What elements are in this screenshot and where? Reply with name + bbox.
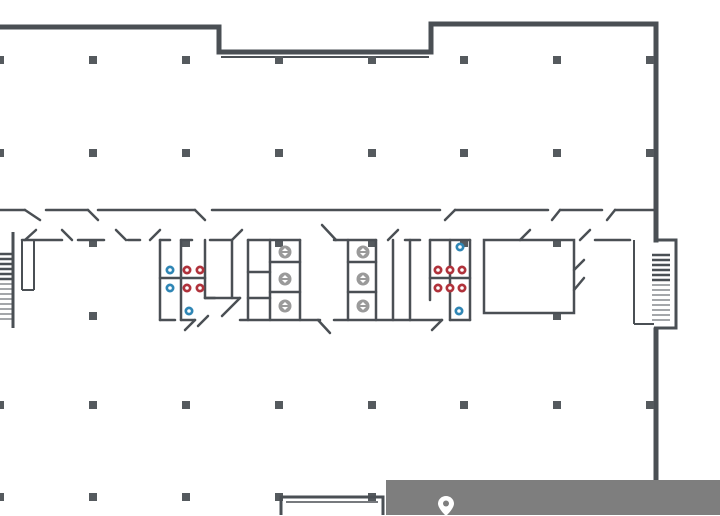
elevator-icon (356, 245, 370, 259)
restroom-male-icon (165, 265, 175, 275)
restroom-female-icon (182, 265, 192, 275)
elevator-icon (278, 245, 292, 259)
structural-column (368, 149, 376, 157)
structural-column (182, 149, 190, 157)
structural-column (89, 239, 97, 247)
structural-column (275, 239, 283, 247)
structural-column (0, 401, 4, 409)
restroom-female-icon (195, 283, 205, 293)
restroom-female-icon (445, 265, 455, 275)
elevator-icon (356, 299, 370, 313)
structural-column (89, 149, 97, 157)
restroom-male-icon (455, 242, 465, 252)
restroom-fixtures (165, 242, 467, 316)
bottom-window-recess (279, 495, 385, 515)
elevator-icon (278, 299, 292, 313)
structural-column (553, 56, 561, 64)
structural-column (275, 56, 283, 64)
structural-column (460, 149, 468, 157)
structural-column (89, 493, 97, 501)
structural-column (0, 149, 4, 157)
structural-column (368, 401, 376, 409)
structural-column (553, 312, 561, 320)
restroom-female-icon (433, 265, 443, 275)
structural-column (275, 149, 283, 157)
structural-column (275, 493, 283, 501)
structural-column (182, 239, 190, 247)
structural-column (460, 401, 468, 409)
structural-column (89, 312, 97, 320)
stairs-right-icon (633, 238, 678, 330)
structural-column (182, 493, 190, 501)
elevator-icon (356, 272, 370, 286)
structural-column (89, 401, 97, 409)
structural-column (646, 401, 654, 409)
structural-column (646, 149, 654, 157)
restroom-male-icon (454, 306, 464, 316)
structural-column (275, 401, 283, 409)
structural-column (460, 56, 468, 64)
restroom-male-icon (165, 283, 175, 293)
exterior-walls (0, 21, 659, 515)
restroom-female-icon (445, 283, 455, 293)
structural-column (0, 493, 4, 501)
structural-column (460, 239, 468, 247)
elevators (278, 245, 370, 313)
restroom-female-icon (457, 265, 467, 275)
structural-column (0, 56, 4, 64)
structural-column (182, 401, 190, 409)
stairs-left-icon (0, 232, 35, 328)
restroom-female-icon (195, 265, 205, 275)
restroom-female-icon (457, 283, 467, 293)
structural-columns (0, 56, 654, 501)
core-walls (158, 238, 586, 335)
structural-column (553, 401, 561, 409)
restroom-female-icon (182, 283, 192, 293)
elevator-icon (278, 272, 292, 286)
structural-column (553, 239, 561, 247)
structural-column (89, 56, 97, 64)
structural-column (368, 56, 376, 64)
restroom-male-icon (184, 306, 194, 316)
restroom-female-icon (433, 283, 443, 293)
map-footer-bar[interactable] (386, 480, 720, 516)
structural-column (368, 239, 376, 247)
location-pin-icon (438, 496, 454, 516)
structural-column (646, 56, 654, 64)
structural-column (553, 149, 561, 157)
structural-column (182, 56, 190, 64)
corridor-walls (0, 208, 656, 242)
